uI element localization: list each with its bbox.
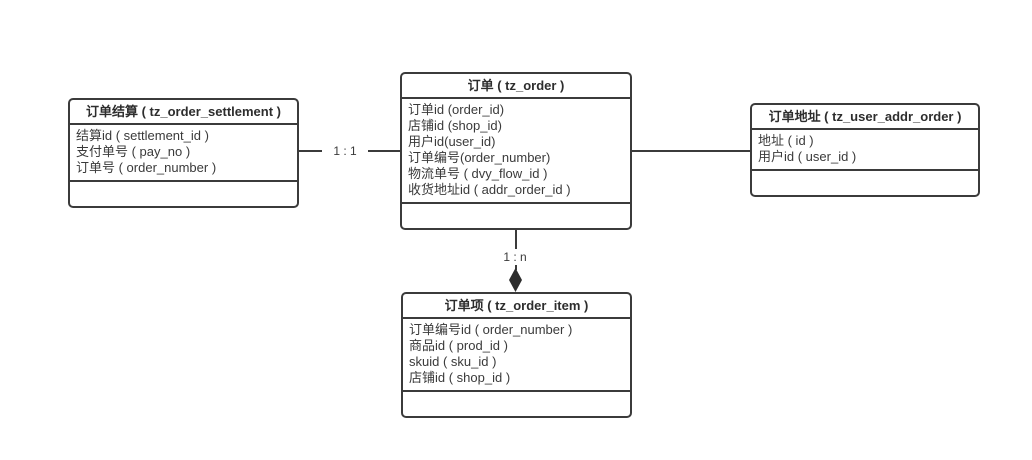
table-fields: 订单编号id ( order_number ) 商品id ( prod_id )… — [403, 319, 630, 392]
table-field: 用户id(user_id) — [408, 134, 496, 149]
table-field: 订单编号id ( order_number ) — [409, 322, 573, 337]
entity-table-tz-order-item[interactable]: 订单项 ( tz_order_item ) 订单编号id ( order_num… — [401, 292, 632, 418]
table-field: 支付单号 ( pay_no ) — [76, 144, 191, 159]
table-field: 订单id (order_id) — [408, 102, 505, 117]
table-field: 用户id ( user_id ) — [758, 149, 857, 164]
table-field: 收货地址id ( addr_order_id ) — [408, 182, 571, 197]
relation-cardinality-label: 1 : n — [490, 249, 540, 265]
table-field: 物流单号 ( dvy_flow_id ) — [408, 166, 548, 181]
table-title: 订单地址 ( tz_user_addr_order ) — [752, 105, 978, 130]
table-empty-section — [752, 171, 978, 195]
entity-table-tz-user-addr-order[interactable]: 订单地址 ( tz_user_addr_order ) 地址 ( id ) 用户… — [750, 103, 980, 197]
composition-diamond-icon — [509, 268, 522, 292]
entity-table-tz-order-settlement[interactable]: 订单结算 ( tz_order_settlement ) 结算id ( sett… — [68, 98, 299, 208]
table-field: 店铺id (shop_id) — [408, 118, 502, 133]
table-empty-section — [403, 392, 630, 416]
table-title: 订单 ( tz_order ) — [402, 74, 630, 99]
relation-cardinality-label: 1 : 1 — [322, 143, 368, 159]
table-field: skuid ( sku_id ) — [409, 354, 497, 369]
table-empty-section — [70, 182, 297, 206]
table-field: 结算id ( settlement_id ) — [76, 128, 209, 143]
table-field: 订单号 ( order_number ) — [76, 160, 217, 175]
table-empty-section — [402, 204, 630, 228]
table-field: 订单编号(order_number) — [408, 150, 551, 165]
table-title: 订单结算 ( tz_order_settlement ) — [70, 100, 297, 125]
table-title: 订单项 ( tz_order_item ) — [403, 294, 630, 319]
table-fields: 订单id (order_id) 店铺id (shop_id) 用户id(user… — [402, 99, 630, 204]
table-field: 商品id ( prod_id ) — [409, 338, 508, 353]
table-field: 店铺id ( shop_id ) — [409, 370, 511, 385]
table-field: 地址 ( id ) — [758, 133, 814, 148]
table-fields: 结算id ( settlement_id ) 支付单号 ( pay_no ) 订… — [70, 125, 297, 182]
entity-table-tz-order[interactable]: 订单 ( tz_order ) 订单id (order_id) 店铺id (sh… — [400, 72, 632, 230]
connector-order-addr — [631, 150, 750, 152]
table-fields: 地址 ( id ) 用户id ( user_id ) — [752, 130, 978, 171]
